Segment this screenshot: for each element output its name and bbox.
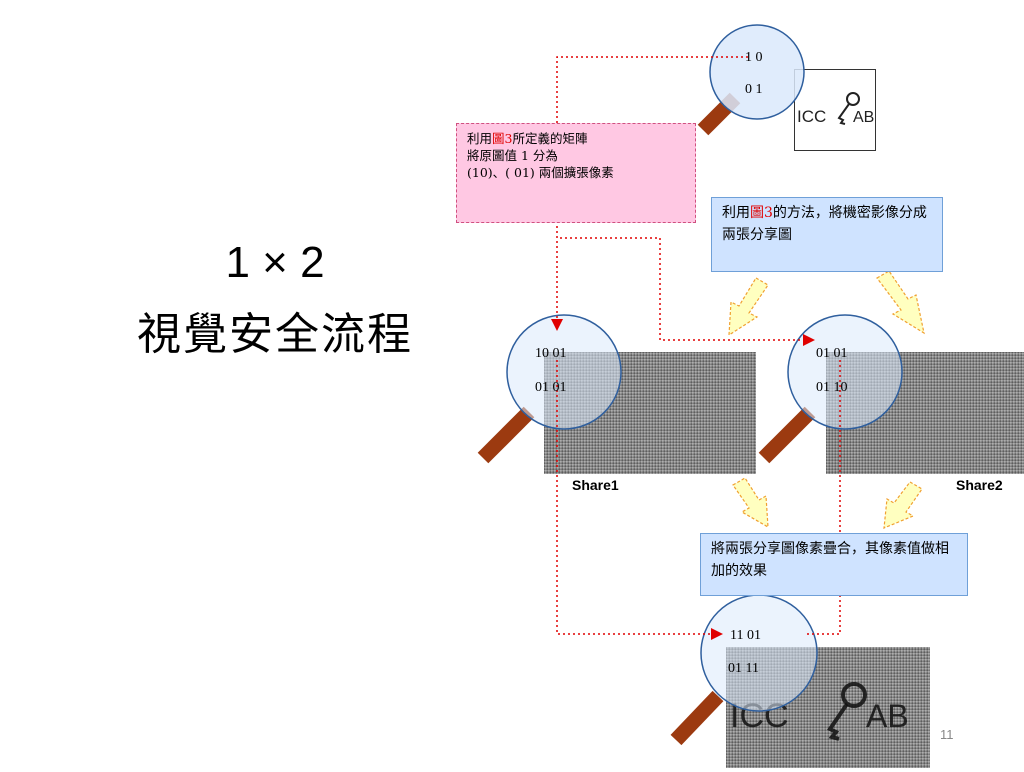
split-note-figure-ref: 圖3 [750, 205, 773, 221]
svg-text:AB: AB [866, 698, 909, 734]
share1-magnifier-lens [506, 314, 622, 430]
result-lens-row2: 01 11 [728, 661, 759, 676]
top-lens-row1: 1 0 [745, 50, 763, 65]
split-note-post: 的方法，將機密影像分成兩張分享圖 [722, 205, 927, 243]
split-arrow-right [876, 270, 925, 335]
result-magnifier-lens [700, 594, 818, 712]
note-line-1: 利用圖3所定義的矩陣 [467, 130, 685, 147]
share2-magnifier-lens [787, 314, 903, 430]
logo-graphic: ICC AB [797, 92, 874, 126]
stack-effect-note: 將兩張分享圖像素疊合，其像素值做相加的效果 [700, 533, 968, 596]
connector-share1-to-result [556, 360, 723, 640]
svg-text:ICC: ICC [797, 107, 826, 126]
share1-label: Share1 [572, 477, 619, 493]
share1-lens-row1: 10 01 [535, 346, 567, 361]
connector-top-to-share1 [551, 56, 748, 331]
share2-label: Share2 [956, 477, 1003, 493]
note-line1-post: 所定義的矩陣 [512, 131, 588, 146]
icc-lab-logo: ICC AB [794, 69, 876, 151]
stack-arrow-right [883, 481, 923, 529]
note-line-3: (10)、( 01) 兩個擴張像素 [467, 165, 614, 180]
result-logo-graphic: ICC AB [730, 682, 909, 741]
share2-magnifier-handle [758, 406, 816, 464]
svg-text:AB: AB [853, 109, 874, 126]
top-lens-row2: 0 1 [745, 82, 763, 97]
note-line-2: 將原圖值 1 分為 [467, 148, 558, 163]
split-note-pre: 利用 [722, 205, 750, 221]
matrix-definition-note: 利用圖3所定義的矩陣 將原圖值 1 分為 (10)、( 01) 兩個擴張像素 [456, 123, 696, 223]
note-figure-ref: 圖3 [492, 131, 513, 146]
title-line-2: 視覺安全流程 [137, 309, 413, 360]
connector-top-to-share2 [560, 237, 815, 346]
title-line-1: 1 × 2 [225, 238, 325, 287]
connector-share2-to-result [806, 360, 841, 635]
share2-image [826, 352, 1024, 474]
share1-lens-row2: 01 01 [535, 380, 567, 395]
result-magnifier-handle [670, 690, 724, 746]
split-arrow-left [728, 277, 769, 337]
page-number: 11 [940, 727, 954, 742]
split-method-note: 利用圖3的方法，將機密影像分成兩張分享圖 [711, 197, 943, 272]
share2-lens-row2: 01 10 [816, 380, 848, 395]
result-lens-row1: 11 01 [730, 628, 761, 643]
stack-arrow-left [732, 477, 769, 529]
top-magnifier-lens [709, 24, 805, 120]
share2-lens-row1: 01 01 [816, 346, 848, 361]
note-line1-pre: 利用 [467, 131, 493, 146]
share1-magnifier-handle [477, 406, 535, 464]
